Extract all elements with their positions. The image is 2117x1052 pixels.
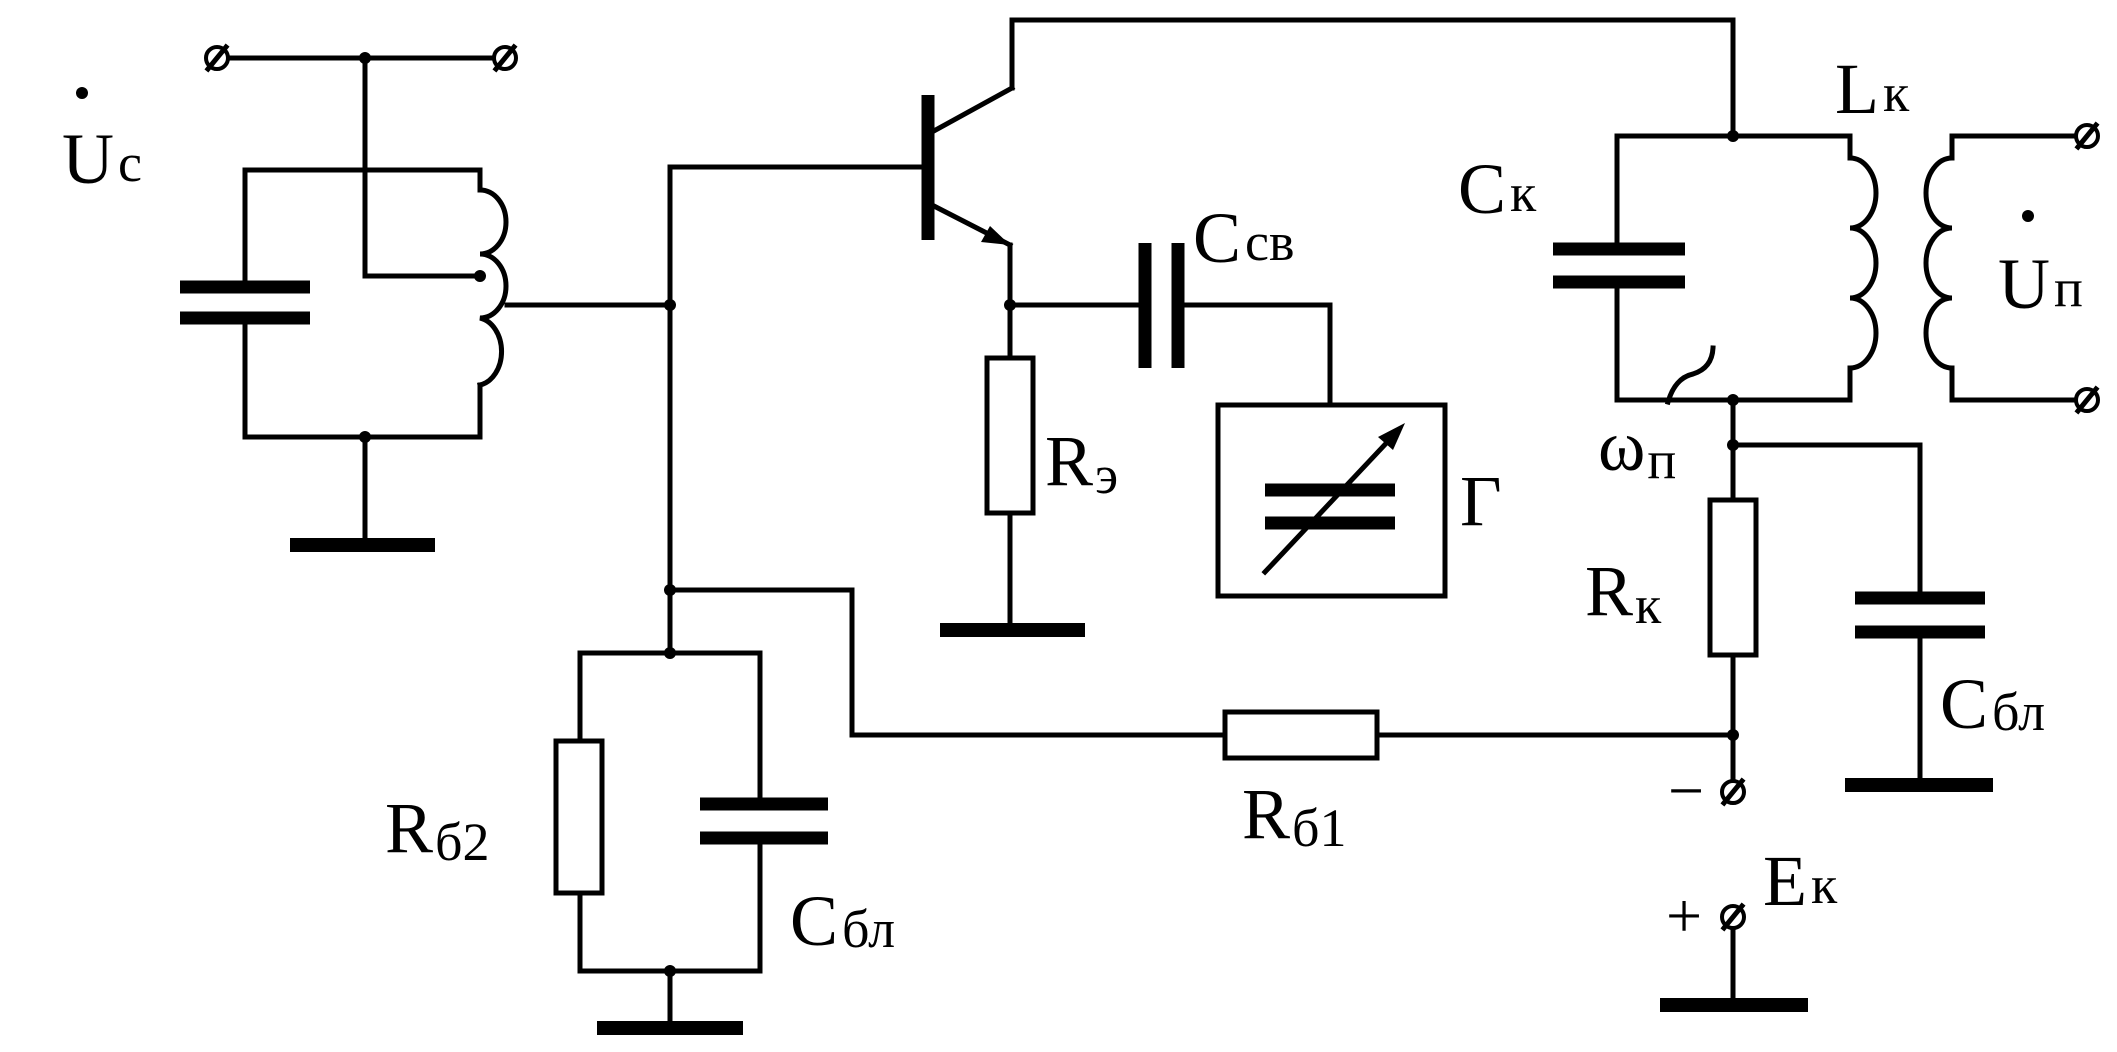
label-e-k: Eк [1763,841,1838,921]
label-omega-p: ωп [1598,406,1676,490]
label-r-k: Rк [1585,551,1662,635]
resistor-re [984,355,1036,516]
base-bias-network [553,164,1733,1035]
supply-network [1660,397,1993,1012]
label-c-k: Cк [1458,149,1537,229]
terminals [204,43,2100,932]
emitter-circuit [940,243,1333,637]
label-u-p: Uп [1998,244,2083,324]
terminal-output-top [2074,121,2100,151]
generator-block [1215,402,1448,599]
label-c-bl-right: Cбл [1940,664,2045,744]
input-circuit [180,52,673,552]
label-minus: − [1668,755,1704,826]
label-r-b1: Rб1 [1242,774,1347,858]
coil-lk-primary [1847,155,1879,371]
label-c-bl-left: Cбл [790,881,895,961]
labels: Uc Lк Cк Cсв Uп Rэ Г ωп Rк Cбл Rб1 Rб2 C… [62,49,2083,961]
label-c-sv: Cсв [1193,198,1295,278]
terminal-supply-minus [1720,777,1746,807]
coil-lk-secondary [1923,155,1955,371]
resistor-rk [1707,497,1759,658]
phasor-dot-up [2022,210,2034,222]
label-l-k: Lк [1835,49,1910,129]
terminal-output-bottom [2074,385,2100,415]
phasor-dot-uc [76,87,88,99]
label-r-b2: Rб2 [385,788,490,872]
resistor-rb2 [553,738,605,896]
variable-arrow [1261,432,1397,576]
resistor-rb1 [1222,709,1380,761]
emitter-arrow-icon [981,226,1010,245]
label-plus: + [1666,880,1702,951]
omega-pointer [1664,345,1716,406]
variable-arrow-head-icon [1378,423,1405,450]
terminal-supply-plus [1720,902,1746,932]
label-u-c: Uc [62,119,142,199]
terminal-input-left [204,43,230,73]
transistor [921,17,1736,308]
label-r-e: Rэ [1045,421,1118,505]
label-generator: Г [1460,461,1502,541]
input-coil [477,187,509,388]
terminal-input-right [492,43,518,73]
